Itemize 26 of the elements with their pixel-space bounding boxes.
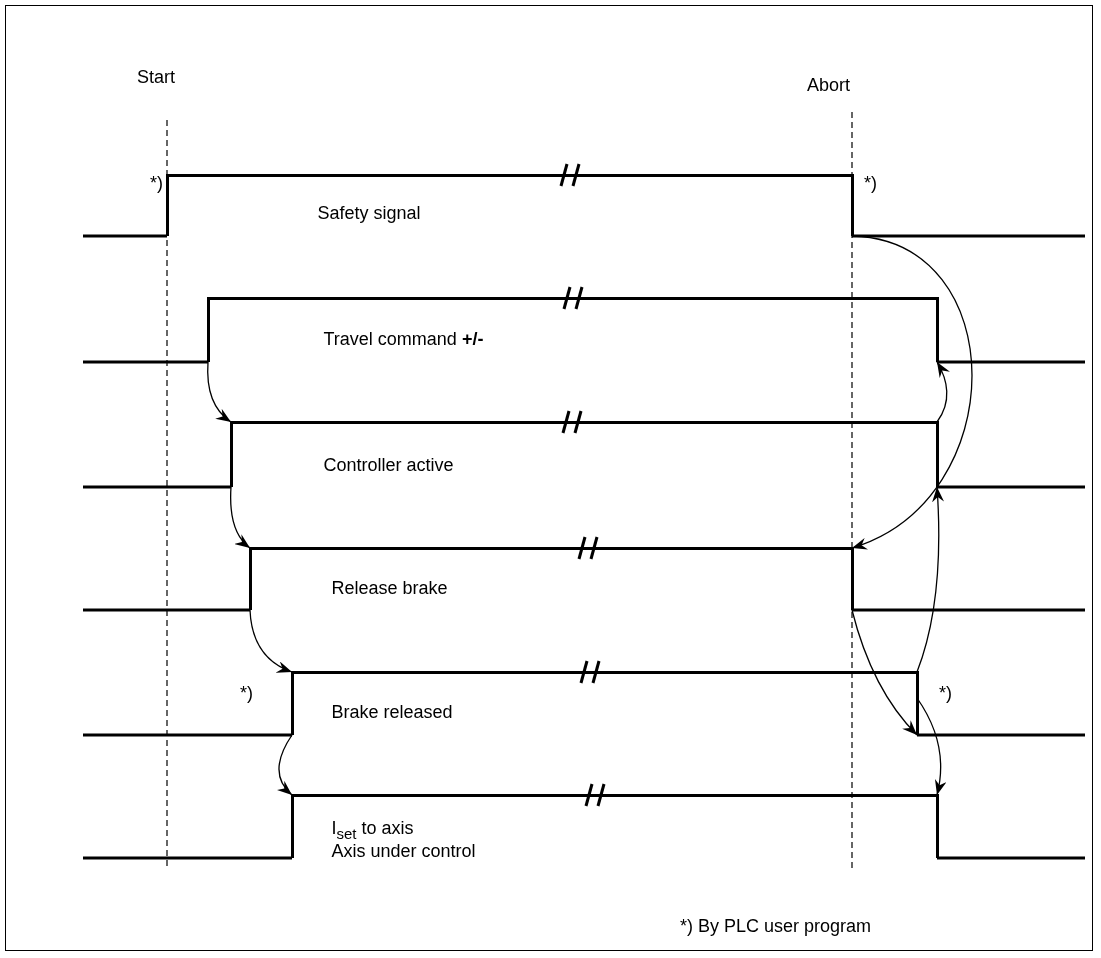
causal-arrow [916,486,944,673]
signal-name: Travel command +/- [323,327,484,350]
causal-arrow [249,609,293,673]
time-label: Start [137,66,175,88]
footnote-mark: *) [864,172,877,194]
causal-arrow [230,486,251,549]
signal-name: Brake released [331,700,453,723]
signal-pulse [248,546,854,610]
footnote-mark: *) [150,172,163,194]
signal-pulse [229,420,939,487]
causal-arrow [851,235,973,549]
causal-arrow [276,734,293,796]
signal-pulse [206,296,939,362]
time-label: Abort [807,74,851,96]
signal-name: Release brake [331,576,448,599]
footnote-text: *) By PLC user program [680,915,872,937]
causal-arrow [207,361,232,423]
signal-name: Safety signal [317,201,421,224]
footnote-mark: *) [939,682,952,704]
footnote-mark: *) [240,682,253,704]
causal-arrow [936,361,950,423]
signal-name: Controller active [323,453,454,476]
signal-pulse [290,670,919,735]
causal-arrow [851,609,918,736]
signal-pulse [165,173,854,236]
signal-pulse [290,793,939,858]
